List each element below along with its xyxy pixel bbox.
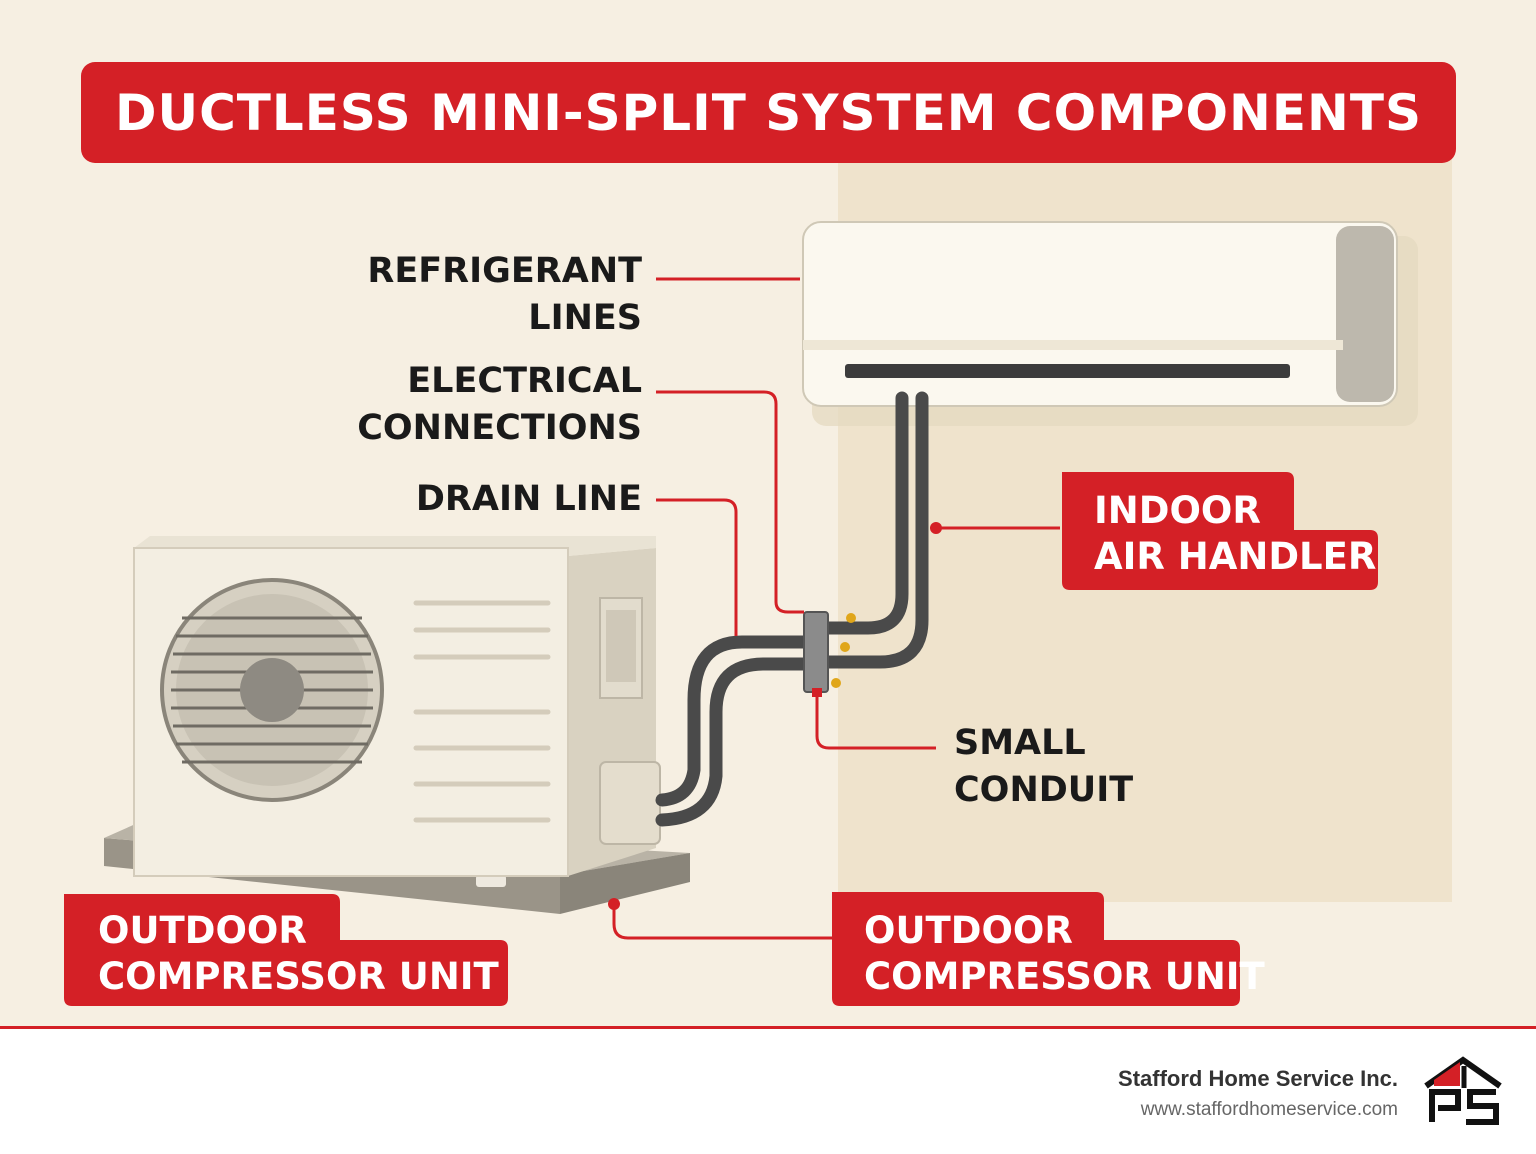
leader-outdoor <box>612 904 832 940</box>
junction-box <box>803 611 856 697</box>
refrigerant-pipes <box>655 391 929 827</box>
leader-electrical <box>656 390 804 614</box>
label-electrical-connections: ELECTRICAL CONNECTIONS <box>300 358 642 452</box>
label-drain-line-text: DRAIN LINE <box>415 479 642 519</box>
leader-lines <box>612 277 1060 940</box>
label-electrical-connections-line1: ELECTRICAL <box>407 361 642 401</box>
badge-indoor-line1: INDOOR <box>1094 489 1261 532</box>
label-refrigerant-lines-line2: LINES <box>528 298 642 338</box>
company-logo-icon <box>1424 1056 1502 1125</box>
badge-outdoor-left-line2: COMPRESSOR UNIT <box>98 955 499 998</box>
badge-outdoor-left-line1: OUTDOOR <box>98 909 307 952</box>
badge-outdoor-right-line1: OUTDOOR <box>864 909 1073 952</box>
badge-bg-outdoor-right <box>832 892 1240 1006</box>
label-small-conduit-line2: CONDUIT <box>954 770 1134 810</box>
badge-indoor-line2: AIR HANDLER <box>1094 535 1377 578</box>
label-refrigerant-lines-line1: REFRIGERANT <box>367 251 642 291</box>
badge-indoor-air-handler: INDOOR AIR HANDLER <box>1094 488 1376 580</box>
badge-bg-indoor <box>1062 472 1378 590</box>
leader-dot-indoor <box>930 522 942 534</box>
label-electrical-connections-line2: CONNECTIONS <box>357 408 642 448</box>
badge-bg-outdoor-left <box>64 894 508 1006</box>
indoor-unit-icon <box>802 221 1418 426</box>
company-name: Stafford Home Service Inc. <box>1118 1066 1398 1091</box>
badge-outdoor-compressor-right: OUTDOOR COMPRESSOR UNIT <box>864 908 1265 1000</box>
label-refrigerant-lines: REFRIGERANT LINES <box>330 248 642 342</box>
company-website: www.staffordhomeservice.com <box>1140 1099 1398 1120</box>
leader-drain <box>656 498 738 636</box>
outdoor-unit-fan-icon <box>133 536 661 877</box>
label-small-conduit: SMALL CONDUIT <box>954 720 1133 814</box>
leader-conduit <box>815 697 936 750</box>
label-drain-line: DRAIN LINE <box>330 476 642 523</box>
page-title: DUCTLESS MINI-SPLIT SYSTEM COMPONENTS <box>114 83 1423 142</box>
footer <box>0 1026 1536 1154</box>
badge-outdoor-right-line2: COMPRESSOR UNIT <box>864 955 1265 998</box>
badge-outdoor-compressor-left: OUTDOOR COMPRESSOR UNIT <box>98 908 499 1000</box>
label-small-conduit-line1: SMALL <box>954 723 1086 763</box>
leader-dot-outdoor <box>608 898 620 910</box>
title-banner: DUCTLESS MINI-SPLIT SYSTEM COMPONENTS <box>81 62 1456 163</box>
